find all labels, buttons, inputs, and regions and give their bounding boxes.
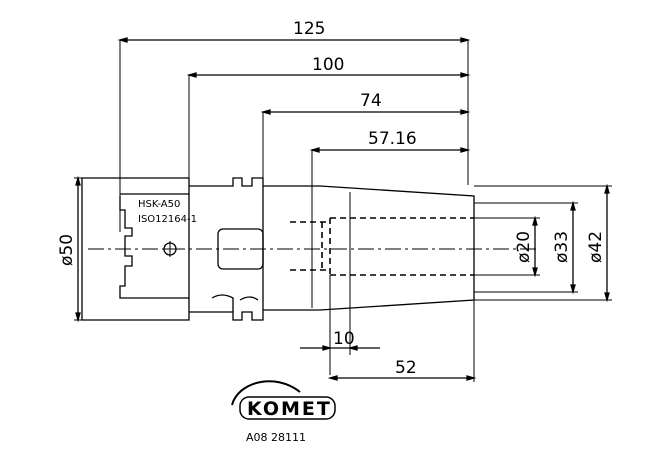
dimension-dia-42: [474, 183, 612, 303]
dim-label-74: 74: [360, 91, 382, 111]
logo-frame: [239, 396, 336, 420]
dim-label-dia-42: ø42: [586, 231, 606, 263]
dimension-dia-20: [474, 215, 540, 278]
logo-swoosh: [231, 380, 301, 406]
bore-hidden: [290, 217, 474, 276]
dim-label-dia-20: ø20: [514, 231, 534, 263]
dimension-52: [327, 300, 477, 382]
dim-label-125: 125: [293, 19, 325, 39]
dimension-74: [260, 109, 471, 180]
brand-logo-text: KOMET: [247, 398, 332, 420]
shrink-body: [263, 185, 475, 311]
dim-label-10: 10: [333, 329, 355, 349]
product-code: A08 28111: [246, 431, 306, 444]
shank-standard-label: HSK-A50: [138, 199, 180, 210]
dimension-100: [186, 72, 471, 190]
dimension-dia-33: [474, 200, 578, 295]
shank-iso-label: ISO12164-1: [138, 214, 197, 225]
dim-label-dia-33: ø33: [552, 231, 572, 263]
dimension-10: [300, 275, 380, 375]
dim-label-52: 52: [395, 358, 417, 378]
hsk-shank: [81, 177, 190, 321]
dim-label-100: 100: [312, 55, 344, 75]
dim-label-dia-50: ø50: [57, 234, 77, 266]
dimension-dia-50: [74, 175, 82, 323]
dim-label-57-16: 57.16: [368, 129, 417, 149]
dimension-57-16: [309, 147, 471, 305]
